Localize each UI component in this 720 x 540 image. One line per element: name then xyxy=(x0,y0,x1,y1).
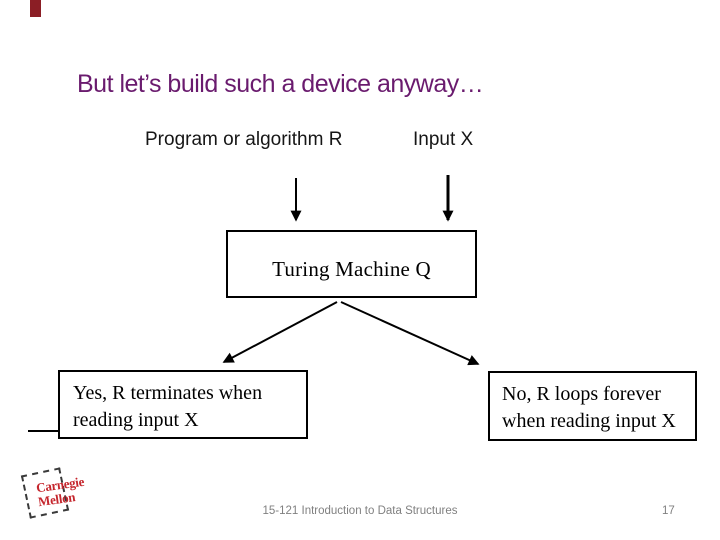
slide-title: But let’s build such a device anyway… xyxy=(77,70,484,98)
yes-result-box: Yes, R terminates when reading input X xyxy=(58,370,308,439)
program-label: Program or algorithm R xyxy=(145,129,343,150)
footer-course: 15-121 Introduction to Data Structures xyxy=(262,505,458,517)
yes-branch-arrow xyxy=(222,301,338,363)
input-label: Input X xyxy=(413,129,474,150)
no-line-1: No, R loops forever xyxy=(502,383,661,405)
yes-line-1: Yes, R terminates when xyxy=(73,382,263,404)
corner-accent-bar xyxy=(30,0,41,17)
turing-machine-label: Turing Machine Q xyxy=(272,256,431,281)
no-result-box: No, R loops forever when reading input X xyxy=(488,371,697,441)
turing-machine-box: Turing Machine Q xyxy=(226,230,477,298)
no-line-2: when reading input X xyxy=(502,410,676,432)
no-branch-arrow xyxy=(340,301,480,366)
yes-line-2: reading input X xyxy=(73,409,199,431)
footer-page-number: 17 xyxy=(662,505,675,517)
